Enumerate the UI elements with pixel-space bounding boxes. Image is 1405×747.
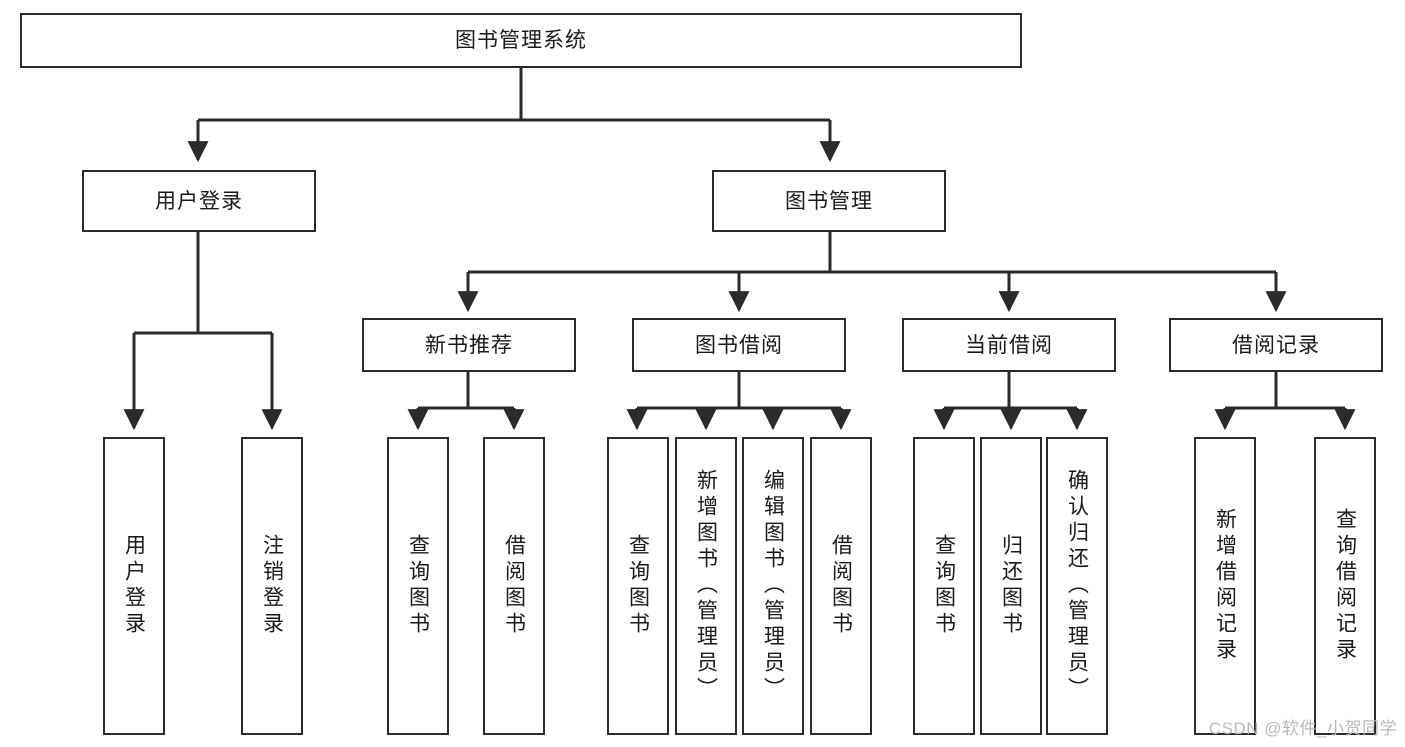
node-current-borrow-label: 当前借阅 [965, 333, 1053, 357]
node-leaf-return-book-label: 归还图书 [999, 534, 1023, 638]
node-leaf-add-book-label: 新增图书（管理员） [694, 469, 718, 703]
node-leaf-query-book-1[interactable]: 查询图书 [387, 437, 449, 735]
node-leaf-user-login[interactable]: 用户登录 [103, 437, 165, 735]
node-leaf-user-login-label: 用户登录 [122, 534, 146, 638]
node-leaf-query-record-label: 查询借阅记录 [1333, 508, 1357, 664]
node-borrow-record[interactable]: 借阅记录 [1169, 318, 1383, 372]
node-leaf-return-book[interactable]: 归还图书 [980, 437, 1042, 735]
node-book-borrow-label: 图书借阅 [695, 333, 783, 357]
node-borrow-record-label: 借阅记录 [1232, 333, 1320, 357]
node-leaf-borrow-book-1[interactable]: 借阅图书 [483, 437, 545, 735]
node-user-login[interactable]: 用户登录 [82, 170, 316, 232]
node-leaf-confirm-return-label: 确认归还（管理员） [1065, 469, 1089, 703]
node-leaf-add-record[interactable]: 新增借阅记录 [1194, 437, 1256, 735]
node-leaf-confirm-return[interactable]: 确认归还（管理员） [1046, 437, 1108, 735]
node-leaf-query-book-2-label: 查询图书 [626, 534, 650, 638]
node-current-borrow[interactable]: 当前借阅 [902, 318, 1116, 372]
node-leaf-add-book[interactable]: 新增图书（管理员） [675, 437, 737, 735]
node-leaf-borrow-book-1-label: 借阅图书 [502, 534, 526, 638]
node-leaf-user-logout[interactable]: 注销登录 [241, 437, 303, 735]
node-user-login-label: 用户登录 [155, 189, 243, 213]
node-book-manage-label: 图书管理 [785, 189, 873, 213]
node-book-manage[interactable]: 图书管理 [712, 170, 946, 232]
node-leaf-edit-book-label: 编辑图书（管理员） [761, 469, 785, 703]
node-leaf-query-record[interactable]: 查询借阅记录 [1314, 437, 1376, 735]
node-root-label: 图书管理系统 [455, 29, 587, 52]
node-leaf-borrow-book-2-label: 借阅图书 [829, 534, 853, 638]
node-leaf-query-book-2[interactable]: 查询图书 [607, 437, 669, 735]
node-leaf-user-logout-label: 注销登录 [260, 534, 284, 638]
node-root[interactable]: 图书管理系统 [20, 13, 1022, 68]
node-leaf-query-book-3[interactable]: 查询图书 [913, 437, 975, 735]
node-leaf-borrow-book-2[interactable]: 借阅图书 [810, 437, 872, 735]
watermark-text: CSDN @软件_小贺同学 [1208, 719, 1397, 738]
node-leaf-add-record-label: 新增借阅记录 [1213, 508, 1237, 664]
node-leaf-edit-book[interactable]: 编辑图书（管理员） [742, 437, 804, 735]
node-new-book-rec-label: 新书推荐 [425, 333, 513, 357]
node-leaf-query-book-1-label: 查询图书 [406, 534, 430, 638]
node-leaf-query-book-3-label: 查询图书 [932, 534, 956, 638]
node-book-borrow[interactable]: 图书借阅 [632, 318, 846, 372]
node-new-book-rec[interactable]: 新书推荐 [362, 318, 576, 372]
